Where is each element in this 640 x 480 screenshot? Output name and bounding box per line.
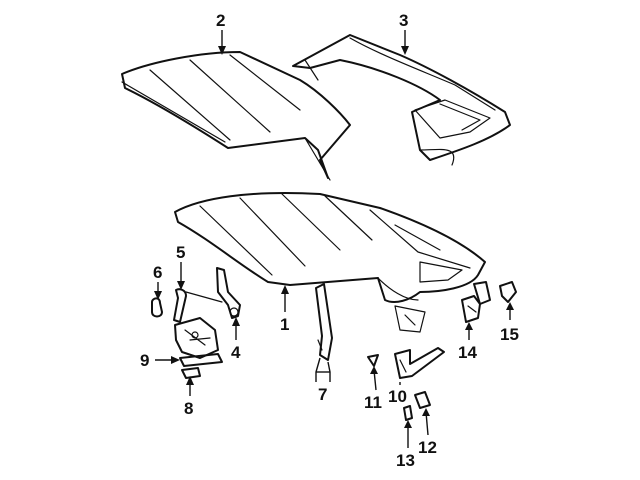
part-4-hinge-arm — [216, 267, 241, 319]
callout-8: 8 — [184, 399, 193, 418]
part-2-top-cover — [121, 51, 351, 181]
part-14-latch — [461, 281, 491, 323]
callout-12: 12 — [418, 438, 437, 457]
callout-13: 13 — [396, 451, 415, 470]
callout-7: 7 — [318, 385, 327, 404]
leader-lines — [154, 30, 514, 448]
part-13-bracket — [403, 405, 413, 421]
callout-10: 10 — [388, 387, 407, 406]
part-3-rear-window-curtain — [292, 34, 511, 166]
callout-5: 5 — [176, 243, 185, 262]
callout-11: 11 — [364, 393, 382, 412]
hinge-bracket-assembly — [174, 317, 219, 359]
callout-2: 2 — [216, 11, 225, 30]
callout-1: 1 — [280, 315, 289, 334]
part-12-bracket — [414, 391, 431, 409]
callout-3: 3 — [399, 11, 408, 30]
part-5-link-rod — [173, 288, 223, 323]
callout-9: 9 — [140, 351, 149, 370]
part-11-clip — [367, 354, 379, 367]
callout-15: 15 — [500, 325, 519, 344]
part-6-clip — [151, 297, 163, 318]
callout-6: 6 — [153, 263, 162, 282]
part-9-mounting-plate — [179, 353, 223, 367]
callout-14: 14 — [458, 343, 477, 362]
part-1-top-frame-assembly — [174, 191, 486, 333]
callout-4: 4 — [231, 343, 241, 362]
part-7-side-rail — [315, 283, 333, 361]
part-10-l-bracket — [394, 347, 445, 379]
part-15-cap — [499, 281, 517, 303]
part-8-small-bracket — [181, 367, 201, 379]
